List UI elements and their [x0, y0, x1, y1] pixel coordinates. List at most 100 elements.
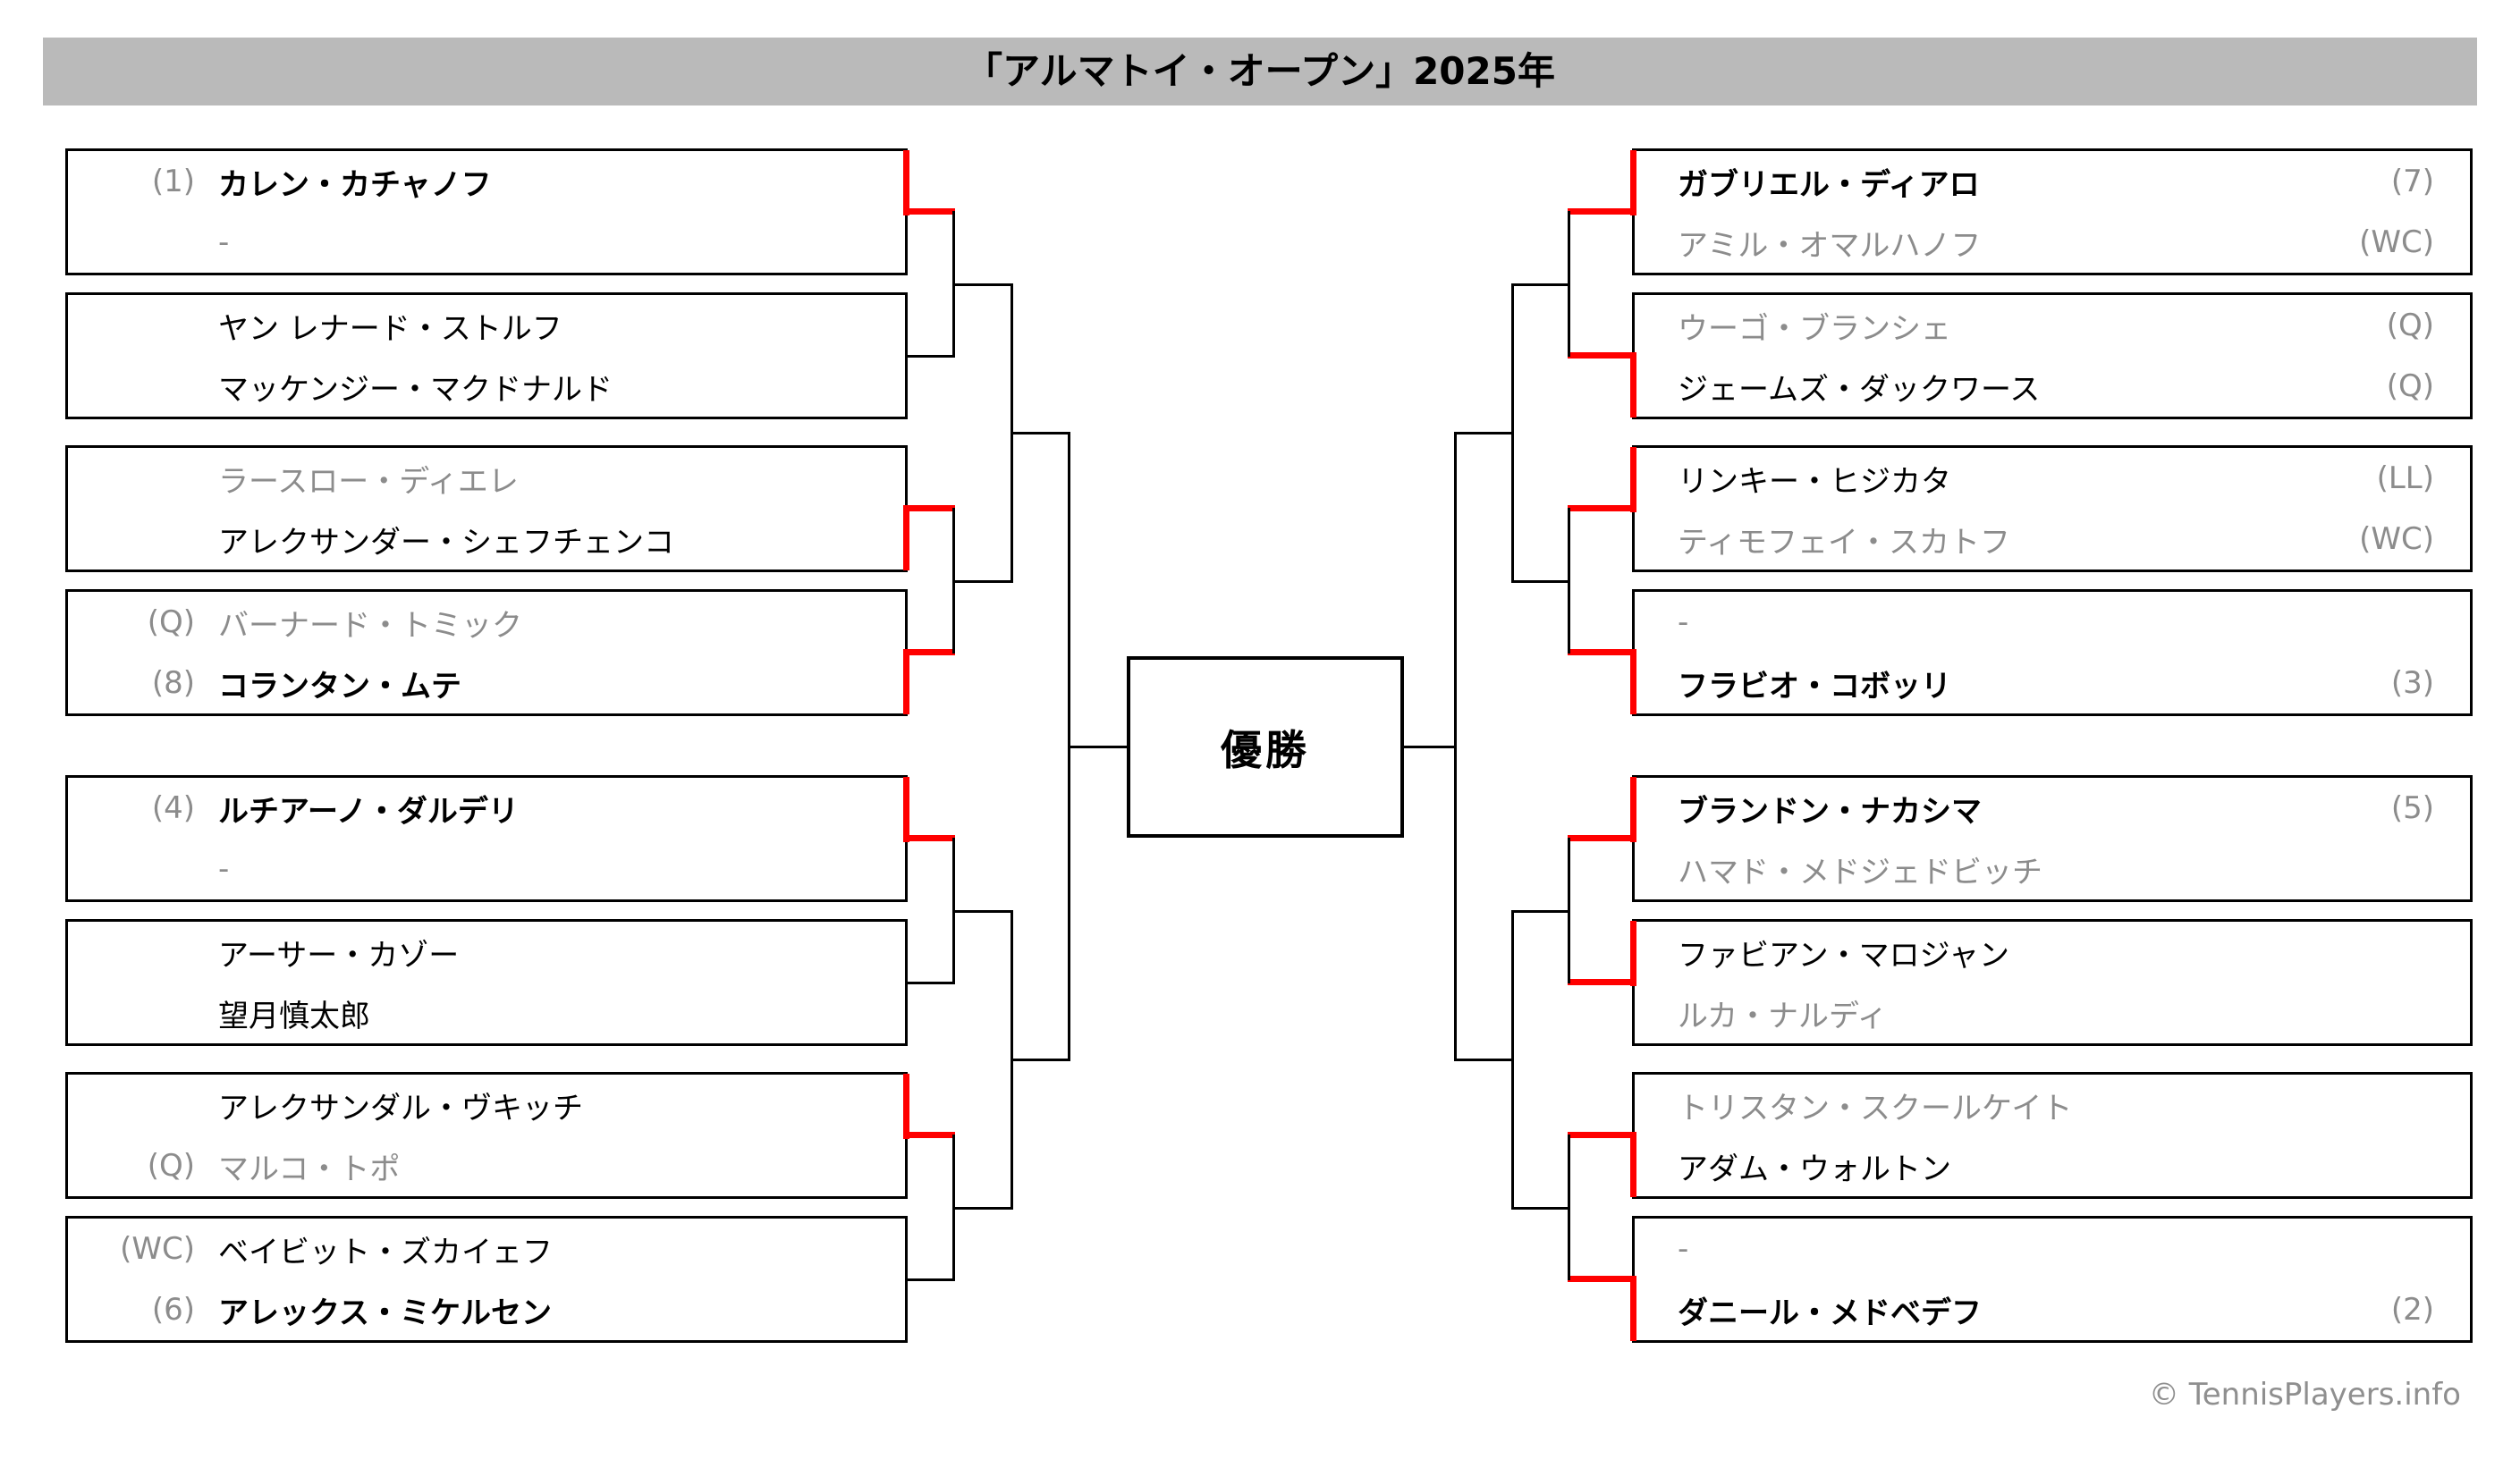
- player-name: 望月慎太郎: [218, 998, 370, 1034]
- player-name: ダニール・メドベデフ: [1678, 1295, 1982, 1331]
- player-row: -: [68, 212, 905, 273]
- player-row: (8)コランタン・ムテ: [68, 653, 905, 713]
- player-row: -: [68, 839, 905, 899]
- player-name: アミル・オマルハノフ: [1678, 227, 1982, 264]
- player-row: ルカ・ナルディ: [1635, 983, 2470, 1043]
- qf-exit-line: [952, 910, 1013, 913]
- round1-exit-line: [906, 649, 955, 655]
- qf-exit-line: [1511, 910, 1570, 913]
- player-name: マルコ・トポ: [218, 1151, 401, 1187]
- qf-exit-line: [1511, 1207, 1570, 1210]
- winner-stub: [1630, 1132, 1636, 1197]
- seed-tag: (WC): [2359, 224, 2434, 260]
- player-name: -: [218, 851, 230, 887]
- round1-exit-line: [1568, 979, 1634, 985]
- seed-tag: (5): [2390, 790, 2434, 826]
- winner-stub: [1630, 1276, 1636, 1341]
- player-name: ベイビット・ズカイェフ: [218, 1234, 553, 1270]
- match-box-right-8: -ダニール・メドベデフ(2): [1632, 1216, 2473, 1343]
- sf-exit-line: [1011, 1059, 1070, 1061]
- round1-exit-line: [1568, 208, 1634, 215]
- winner-stub: [903, 150, 909, 215]
- player-row: (Q) マルコ・トポ: [68, 1135, 905, 1196]
- seed-tag: (Q): [147, 604, 195, 640]
- winner-stub: [903, 505, 909, 570]
- sf-exit-line: [1011, 432, 1070, 434]
- player-row: リンキー・ヒジカタ(LL): [1635, 448, 2470, 509]
- round1-exit-line: [906, 208, 955, 215]
- player-row: -: [1635, 1219, 2470, 1279]
- round1-exit-line: [1568, 835, 1634, 841]
- seed-tag: (WC): [120, 1231, 195, 1267]
- player-name: バーナード・トミック: [218, 607, 522, 644]
- seed-tag: (3): [2390, 665, 2434, 701]
- player-row: (4) ルチアーノ・ダルデリ: [68, 778, 905, 839]
- player-row: ジェームズ・ダックワース(Q): [1635, 356, 2470, 417]
- round1-exit-line: [906, 1132, 955, 1138]
- player-row: (Q) バーナード・トミック: [68, 592, 905, 653]
- qf-exit-line: [1511, 580, 1570, 583]
- qf-exit-line: [952, 1207, 1013, 1210]
- sf-exit-line: [1454, 432, 1514, 434]
- match-box-right-5: ブランドン・ナカシマ (5) ハマド・メドジェドビッチ: [1632, 775, 2473, 902]
- player-name: -: [1678, 604, 1689, 640]
- player-row: ヤン レナード・ストルフ: [68, 295, 905, 356]
- page-title: 「アルマトイ・オープン」2025年: [965, 49, 1555, 93]
- player-name: アレックス・ミケルセン: [218, 1295, 552, 1331]
- player-row: ブランドン・ナカシマ (5): [1635, 778, 2470, 839]
- seed-tag: (1): [151, 164, 195, 199]
- round1-exit-line: [906, 982, 955, 984]
- player-row: フラビオ・コボッリ (3): [1635, 653, 2470, 713]
- winner-stub: [1630, 352, 1636, 418]
- player-name: ルカ・ナルディ: [1678, 998, 1888, 1034]
- player-row: ティモフェイ・スカトフ(WC): [1635, 509, 2470, 569]
- player-row: -: [1635, 592, 2470, 653]
- seed-tag: (Q): [147, 1148, 195, 1184]
- sf-exit-line: [1454, 1059, 1514, 1061]
- player-row: マッケンジー・マクドナルド: [68, 356, 905, 417]
- match-box-right-4: - フラビオ・コボッリ (3): [1632, 589, 2473, 716]
- round1-exit-line: [906, 1278, 955, 1281]
- round1-exit-line: [1568, 352, 1634, 359]
- seed-tag: (8): [151, 665, 195, 701]
- player-name: ティモフェイ・スカトフ: [1678, 524, 2010, 561]
- round1-exit-line: [906, 355, 955, 358]
- round1-exit-line: [1568, 649, 1634, 655]
- seed-tag: (7): [2390, 164, 2434, 199]
- qf-exit-line: [952, 580, 1013, 583]
- player-name: アーサー・カゾー: [218, 937, 460, 974]
- winner-stub: [903, 1074, 909, 1139]
- player-row: アダム・ウォルトン: [1635, 1135, 2470, 1196]
- player-name: ブランドン・ナカシマ: [1678, 793, 1982, 830]
- qf-exit-line: [952, 283, 1013, 286]
- match-box-left-4: (Q) バーナード・トミック (8)コランタン・ムテ: [65, 589, 908, 716]
- match-box-right-7: トリスタン・スクールケイトアダム・ウォルトン: [1632, 1072, 2473, 1199]
- winner-stub: [903, 649, 909, 714]
- winner-stub: [1630, 150, 1636, 215]
- player-name: ファビアン・マロジャン: [1678, 937, 2009, 974]
- round1-exit-line: [1568, 1276, 1634, 1282]
- player-name: フラビオ・コボッリ: [1678, 668, 1951, 704]
- match-box-right-1: ガブリエル・ディアロ(7) アミル・オマルハノフ (WC): [1632, 148, 2473, 275]
- player-row: ファビアン・マロジャン: [1635, 922, 2470, 983]
- seed-tag: (4): [151, 790, 195, 826]
- player-row: アミル・オマルハノフ (WC): [1635, 212, 2470, 273]
- winner-stub: [1630, 921, 1636, 986]
- player-row: ガブリエル・ディアロ(7): [1635, 151, 2470, 212]
- seed-tag: (6): [151, 1292, 195, 1328]
- player-row: アレクサンダー・シェフチェンコ: [68, 509, 905, 569]
- player-name: アダム・ウォルトン: [1678, 1151, 1951, 1187]
- player-name: ハマド・メドジェドビッチ: [1678, 854, 2042, 890]
- match-box-left-1: (1)カレン・カチャノフ-: [65, 148, 908, 275]
- final-exit-line: [1404, 746, 1457, 748]
- player-name: ルチアーノ・ダルデリ: [218, 793, 519, 830]
- player-row: ダニール・メドベデフ(2): [1635, 1279, 2470, 1340]
- player-row: アレクサンダル・ヴキッチ: [68, 1075, 905, 1135]
- seed-tag: (Q): [2386, 308, 2434, 343]
- player-row: アーサー・カゾー: [68, 922, 905, 983]
- winner-stub: [1630, 447, 1636, 512]
- player-row: (1)カレン・カチャノフ: [68, 151, 905, 212]
- champion-label: 優勝: [1221, 725, 1310, 774]
- title-bar: 「アルマトイ・オープン」2025年: [43, 38, 2477, 105]
- final-exit-line: [1068, 746, 1127, 748]
